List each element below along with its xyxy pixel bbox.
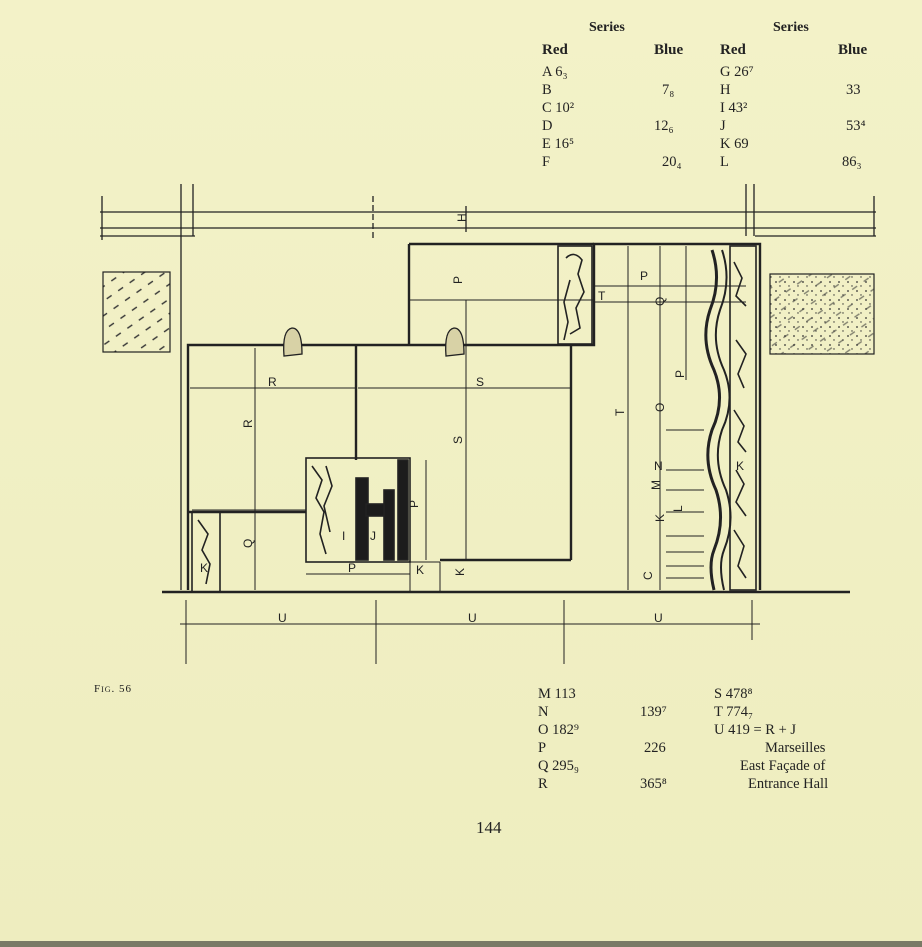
dimension-label-k: K (200, 561, 208, 575)
dimension-label-r: R (268, 375, 277, 389)
dimension-label-p: P (673, 370, 687, 378)
dimension-label-p: P (348, 561, 356, 575)
red-right-row: H (720, 82, 731, 98)
dimension-label-q: Q (653, 297, 667, 306)
dimension-lines (180, 246, 760, 664)
measure-row-right: U 419 = R + J (714, 722, 797, 738)
dimension-label-t: T (613, 408, 627, 416)
dimension-label-u: U (654, 611, 663, 625)
dimension-label-s: S (476, 375, 484, 389)
dimension-label-c: C (641, 571, 655, 580)
caption-line: East Façade of (740, 758, 826, 774)
measure-row-right: S 478⁸ (714, 686, 753, 702)
left-hatched-block (102, 271, 171, 353)
measure-row: R (538, 776, 548, 792)
dimension-label-r: R (241, 419, 255, 428)
dimension-label-o: O (653, 403, 667, 412)
measure-row-right: T 774₇ (714, 704, 754, 720)
outer-frame-lines (100, 184, 876, 590)
dimension-label-p: P (407, 500, 421, 508)
red-left-row: D (542, 118, 553, 134)
measure-row: N (538, 704, 549, 720)
dimension-label-k: K (653, 514, 667, 522)
red-right-row: G 26⁷ (720, 64, 754, 80)
dimension-label-u: U (278, 611, 287, 625)
series-heading-left: Series (589, 20, 625, 35)
dimension-label-s: S (451, 436, 465, 444)
dimension-label-j: J (370, 529, 376, 543)
blue-left-row: 12₆ (654, 118, 674, 134)
blue-right-row: 53⁴ (846, 118, 866, 134)
dimension-label-k: K (453, 568, 467, 576)
caption-line: Marseilles (765, 740, 826, 756)
dimension-label-t: T (598, 289, 606, 303)
modulor-panel-top (557, 245, 593, 345)
measure-row: P (538, 740, 547, 756)
red-right-row: I 43² (720, 100, 748, 116)
dimension-label-n: N (654, 459, 663, 473)
dimension-label-k: K (736, 459, 744, 473)
red-heading-right: Red (720, 42, 746, 58)
sculpture-figures (283, 327, 465, 357)
measure-row: O 182⁹ (538, 722, 579, 738)
modulor-panel-lower-left (191, 511, 221, 593)
dimension-label-q: Q (241, 539, 255, 548)
dimension-label-u: U (468, 611, 477, 625)
blue-right-row: 33 (846, 82, 861, 98)
measure-value: 139⁷ (640, 704, 667, 720)
dimension-label-k: K (416, 563, 424, 577)
red-left-row: A 6₃ (542, 64, 568, 80)
page-bottom-edge (0, 941, 922, 947)
red-right-row: L (720, 154, 729, 170)
measure-value: 365⁸ (640, 776, 667, 792)
measure-row: Q 295₉ (538, 758, 579, 774)
modulor-panel-inner (305, 457, 411, 563)
dimension-label-i: I (342, 529, 345, 543)
page-number: 144 (476, 818, 502, 837)
main-structure (162, 242, 850, 594)
blue-left-row: 7₈ (662, 82, 675, 98)
dimension-label-l: L (671, 505, 685, 512)
figure-label: Fig. 56 (94, 683, 133, 695)
red-left-row: B (542, 82, 552, 98)
red-right-row: K 69 (720, 136, 749, 152)
red-left-row: F (542, 154, 551, 170)
series-heading-right: Series (773, 20, 809, 35)
label-h: H (455, 213, 469, 222)
blue-right-row: 86₃ (842, 154, 862, 170)
measure-value: 226 (644, 740, 666, 756)
drawing-letters: R S R S P P T Q T O P N M K L C Q P P K … (200, 269, 744, 625)
dimension-label-p: P (640, 269, 648, 283)
red-left-row: C 10² (542, 100, 575, 116)
caption-line: Entrance Hall (748, 776, 829, 792)
dimension-label-m: M (649, 480, 663, 490)
blue-heading-left: Blue (654, 42, 684, 58)
blue-heading-right: Blue (838, 42, 868, 58)
red-left-row: E 16⁵ (542, 136, 575, 152)
red-right-row: J (720, 118, 726, 134)
measure-row: M 113 (538, 686, 576, 702)
red-heading-left: Red (542, 42, 568, 58)
modulor-column-right (704, 245, 757, 591)
dimension-label-p: P (451, 276, 465, 284)
blue-left-row: 20₄ (662, 154, 682, 170)
